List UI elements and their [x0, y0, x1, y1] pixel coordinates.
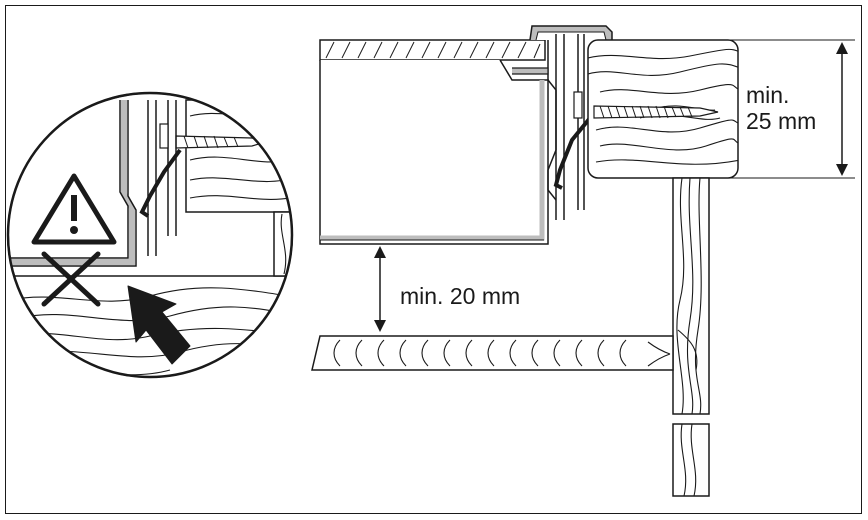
cabinet-side-panel — [672, 177, 710, 497]
thickness-dimension-arrow — [730, 39, 855, 179]
hob-glass-top — [319, 39, 546, 61]
detail-circle — [6, 91, 294, 379]
hob-trim-profile — [512, 25, 613, 220]
arrow-icon — [127, 285, 191, 365]
cross-icon — [41, 251, 101, 307]
lower-shelf — [311, 335, 674, 371]
hob-body — [319, 59, 549, 245]
gap-dimension-arrow — [374, 246, 386, 332]
screw — [593, 105, 719, 119]
thickness-label-line2: 25 mm — [746, 108, 817, 134]
worktop — [587, 39, 739, 179]
warning-triangle-icon — [31, 173, 117, 245]
thickness-label-line1: min. — [746, 82, 790, 108]
gap-label: min. 20 mm — [400, 283, 521, 309]
